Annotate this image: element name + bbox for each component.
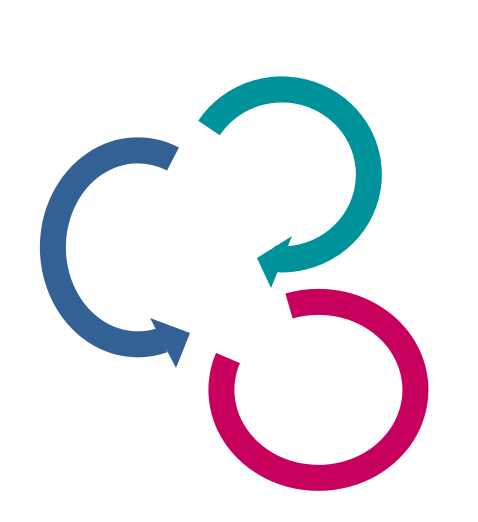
magenta-ring-arc (208, 288, 429, 491)
blue-arrow (39, 137, 190, 368)
magenta-ring (208, 288, 429, 491)
teal-arrow-head (257, 236, 292, 288)
blue-arrow-head (150, 318, 190, 368)
teal-arrow-arc (198, 76, 382, 273)
teal-arrow (198, 76, 382, 288)
blue-arrow-arc (39, 137, 179, 358)
